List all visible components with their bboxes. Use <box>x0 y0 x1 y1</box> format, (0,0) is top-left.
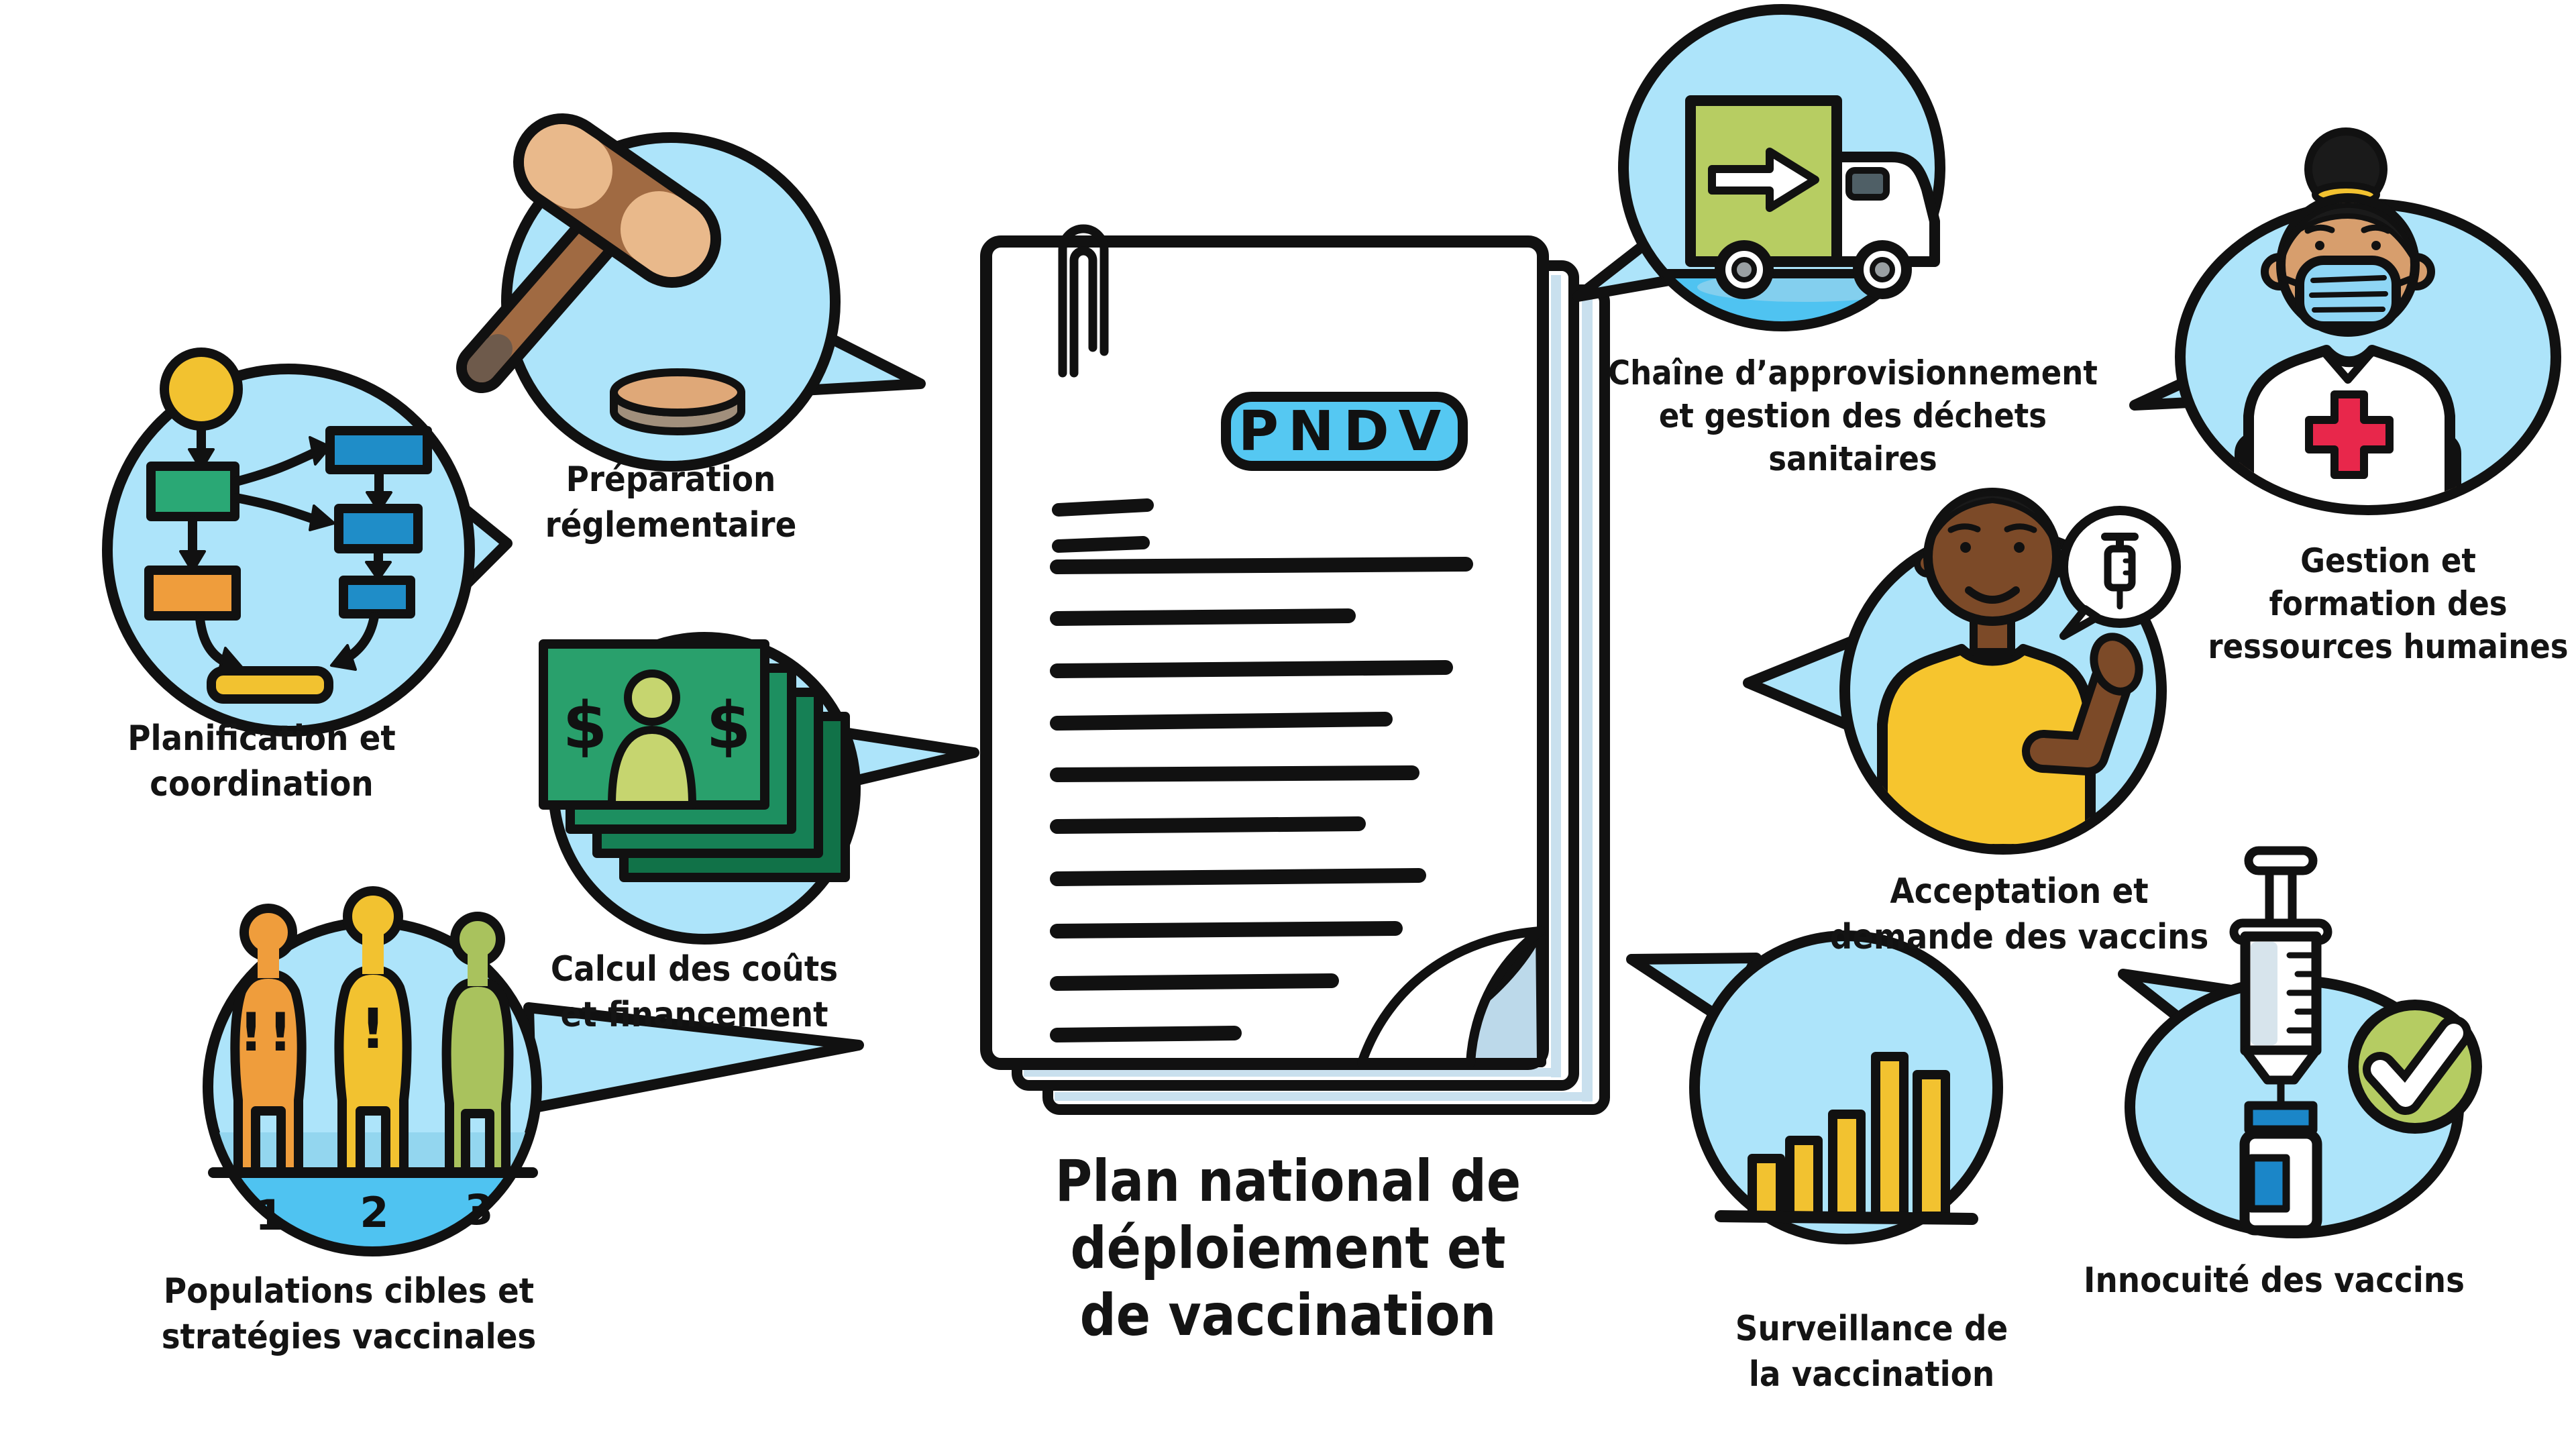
label-gestion: Gestion et formation des ressources huma… <box>2208 539 2568 668</box>
label-line: Calcul des coûts <box>550 949 839 989</box>
planification-bubble <box>102 347 513 737</box>
gestion-bubble <box>2129 127 2561 515</box>
label-chaine: Chaîne d’approvisionnement et gestion de… <box>1608 352 2098 480</box>
chaine-bubble <box>1572 4 1945 331</box>
check-icon <box>2348 1000 2482 1134</box>
delivery-truck-icon <box>1685 95 1940 299</box>
innocuite-bubble <box>2118 846 2482 1238</box>
label-line: demande des vaccins <box>1829 916 2209 957</box>
label-line: formation des <box>2269 584 2508 623</box>
label-acceptation: Acceptation et demande des vaccins <box>1830 869 2209 960</box>
page-curl <box>1357 925 1546 1067</box>
page-title: Plan national de déploiement et de vacci… <box>1055 1148 1521 1349</box>
label-surveillance: Surveillance de la vaccination <box>1735 1307 2008 1397</box>
title-line: déploiement et <box>1070 1214 1506 1282</box>
label-line: réglementaire <box>545 504 797 545</box>
label-line: Gestion et <box>2300 541 2476 580</box>
dollar-sign: $ <box>562 688 608 763</box>
label-planification: Planification et coordination <box>127 716 396 807</box>
bar-chart-icon <box>1715 1052 1978 1225</box>
label-line: ressources humaines <box>2208 627 2569 666</box>
person-speech-syringe-icon <box>1877 488 2181 845</box>
label-populations: Populations cibles et stratégies vaccina… <box>162 1269 537 1360</box>
label-line: et financement <box>560 994 828 1035</box>
label-preparation: Préparation réglementaire <box>545 458 797 548</box>
acceptation-bubble <box>1743 488 2181 855</box>
label-calcul: Calcul des coûts et financement <box>551 947 838 1038</box>
stage-number: 2 <box>360 1188 389 1237</box>
preparation-bubble <box>456 113 926 472</box>
title-line: Plan national de <box>1055 1148 1521 1215</box>
document-text-lines <box>1050 557 1473 1042</box>
dollar-sign: $ <box>706 688 751 763</box>
calcul-bubble <box>539 632 979 945</box>
pndv-badge: PNDV <box>1221 392 1468 471</box>
label-line: Surveillance de <box>1735 1309 2008 1349</box>
flowchart-icon <box>144 347 432 704</box>
pndv-document <box>980 224 1610 1115</box>
title-line: de vaccination <box>1079 1281 1497 1349</box>
syringe-vial-icon <box>2229 846 2332 1236</box>
label-line: stratégies vaccinales <box>161 1316 537 1357</box>
label-line: Acceptation et <box>1890 871 2149 912</box>
label-line: la vaccination <box>1748 1354 1995 1395</box>
priority-mark: ! <box>360 998 386 1061</box>
surveillance-bubble <box>1626 930 2003 1244</box>
label-line: Populations cibles et <box>163 1271 535 1311</box>
people-groups-icon <box>230 886 514 1177</box>
label-line: Innocuité des vaccins <box>2084 1260 2465 1301</box>
label-line: sanitaires <box>1768 439 1937 478</box>
label-line: Chaîne d’approvisionnement <box>1608 354 2098 392</box>
label-line: Préparation <box>566 460 776 500</box>
label-line: et gestion des déchets <box>1658 396 2047 435</box>
stage-number: 3 <box>464 1185 494 1234</box>
label-line: Planification et <box>127 718 396 759</box>
document-heading-lines <box>1052 498 1154 553</box>
stage-number: 1 <box>255 1191 284 1240</box>
label-innocuite: Innocuité des vaccins <box>2084 1258 2465 1304</box>
priority-marks: !! <box>239 1003 298 1063</box>
gavel-icon <box>456 113 745 435</box>
populations-bubble <box>203 886 864 1256</box>
label-line: coordination <box>150 763 374 804</box>
money-bills-icon <box>539 639 850 882</box>
paperclip-icon <box>1058 224 1109 378</box>
